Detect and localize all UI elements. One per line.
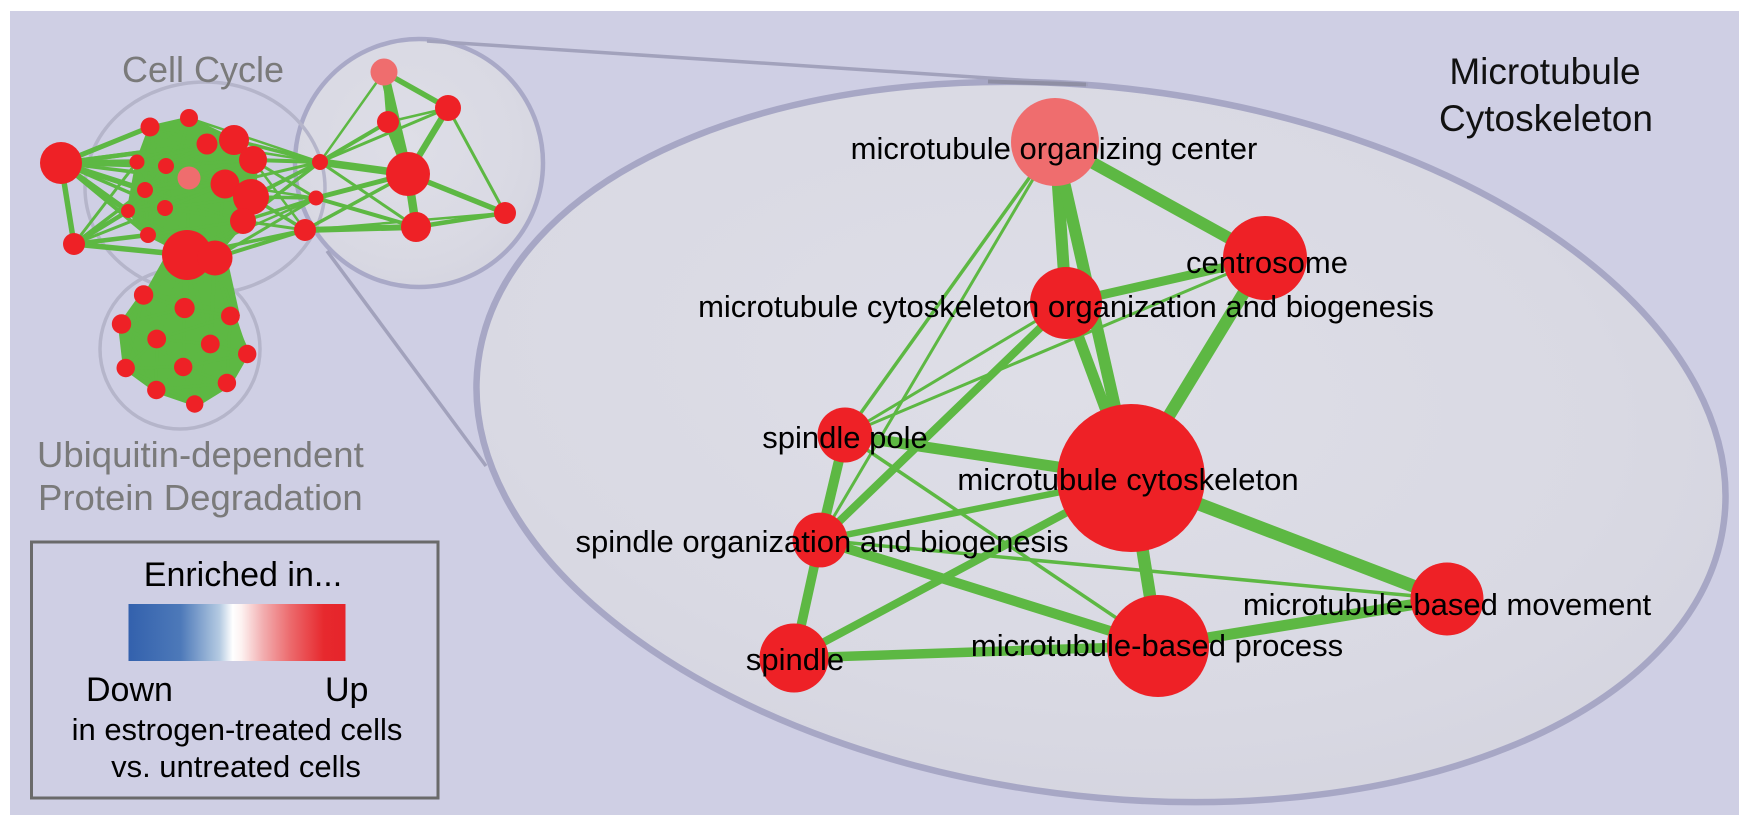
svg-text:Down: Down (86, 671, 173, 709)
svg-text:microtubule-based process: microtubule-based process (971, 628, 1343, 663)
svg-text:Ubiquitin-dependent: Ubiquitin-dependent (37, 434, 364, 475)
svg-text:vs. untreated cells: vs. untreated cells (111, 749, 361, 784)
svg-text:spindle organization and bioge: spindle organization and biogenesis (576, 524, 1069, 559)
svg-text:in estrogen-treated cells: in estrogen-treated cells (72, 712, 403, 747)
svg-text:Microtubule: Microtubule (1449, 51, 1640, 92)
svg-text:microtubule organizing center: microtubule organizing center (851, 131, 1258, 166)
svg-text:Up: Up (325, 671, 368, 709)
svg-text:Enriched in...: Enriched in... (144, 556, 342, 594)
svg-text:microtubule cytoskeleton: microtubule cytoskeleton (957, 462, 1298, 497)
svg-text:microtubule cytoskeleton organ: microtubule cytoskeleton organization an… (698, 289, 1434, 324)
svg-text:spindle pole: spindle pole (762, 420, 927, 455)
svg-text:Protein Degradation: Protein Degradation (38, 477, 363, 518)
svg-text:spindle: spindle (746, 642, 844, 677)
svg-text:Cytoskeleton: Cytoskeleton (1439, 98, 1653, 139)
svg-text:Cell Cycle: Cell Cycle (122, 49, 284, 90)
svg-text:centrosome: centrosome (1186, 245, 1348, 280)
svg-text:microtubule-based movement: microtubule-based movement (1243, 587, 1652, 622)
